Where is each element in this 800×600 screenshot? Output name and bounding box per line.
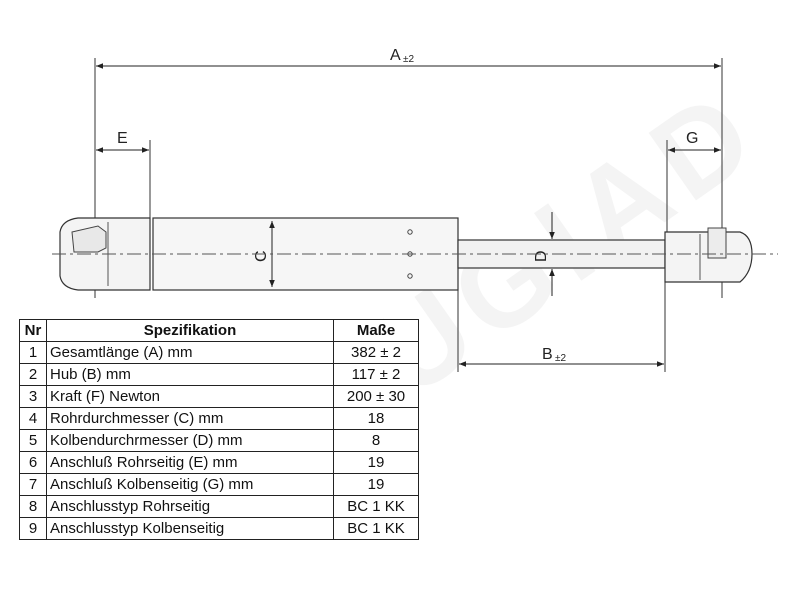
row-number: 5 [19,429,47,452]
table-row: 2 Hub (B) mm 117 ± 2 [19,363,419,386]
dimension-d-label: D [533,250,550,262]
table-row: 1 Gesamtlänge (A) mm 382 ± 2 [19,341,419,364]
dimension-a-label: A [390,47,401,64]
row-value: BC 1 KK [333,517,419,540]
row-value: 8 [333,429,419,452]
row-value: 117 ± 2 [333,363,419,386]
specification-table: Nr Spezifikation Maße 1 Gesamtlänge (A) … [19,319,419,540]
table-header-row: Nr Spezifikation Maße [19,319,419,342]
row-number: 6 [19,451,47,474]
row-number: 3 [19,385,47,408]
tube-hole-top [407,229,413,235]
table-row: 6 Anschluß Rohrseitig (E) mm 19 [19,451,419,474]
header-nr: Nr [19,319,47,342]
row-value: 382 ± 2 [333,341,419,364]
row-spec: Anschluß Rohrseitig (E) mm [46,451,334,474]
row-number: 8 [19,495,47,518]
table-row: 3 Kraft (F) Newton 200 ± 30 [19,385,419,408]
row-number: 9 [19,517,47,540]
row-value: BC 1 KK [333,495,419,518]
row-spec: Gesamtlänge (A) mm [46,341,334,364]
row-spec: Anschlusstyp Rohrseitig [46,495,334,518]
table-row: 7 Anschluß Kolbenseitig (G) mm 19 [19,473,419,496]
row-value: 19 [333,451,419,474]
dimension-e-label: E [117,130,128,147]
dimension-b-tolerance: ±2 [555,353,566,364]
table-row: 4 Rohrdurchmesser (C) mm 18 [19,407,419,430]
row-spec: Anschluß Kolbenseitig (G) mm [46,473,334,496]
header-spezifikation: Spezifikation [46,319,334,342]
row-number: 2 [19,363,47,386]
row-spec: Kraft (F) Newton [46,385,334,408]
row-spec: Kolbendurchrmesser (D) mm [46,429,334,452]
dimension-a-tolerance: ±2 [403,54,414,65]
header-masse: Maße [333,319,419,342]
row-number: 1 [19,341,47,364]
row-number: 4 [19,407,47,430]
table-row: 9 Anschlusstyp Kolbenseitig BC 1 KK [19,517,419,540]
row-spec: Hub (B) mm [46,363,334,386]
dimension-c-label: C [253,250,270,262]
row-spec: Anschlusstyp Kolbenseitig [46,517,334,540]
row-value: 19 [333,473,419,496]
dimension-g-label: G [686,130,698,147]
dimension-b-label: B [542,346,553,363]
table-row: 5 Kolbendurchrmesser (D) mm 8 [19,429,419,452]
connector-slot [71,225,107,253]
tube-hole-bottom [407,273,413,279]
table-row: 8 Anschlusstyp Rohrseitig BC 1 KK [19,495,419,518]
row-number: 7 [19,473,47,496]
row-value: 200 ± 30 [333,385,419,408]
row-value: 18 [333,407,419,430]
rod-connector-slot [707,227,727,259]
row-spec: Rohrdurchmesser (C) mm [46,407,334,430]
